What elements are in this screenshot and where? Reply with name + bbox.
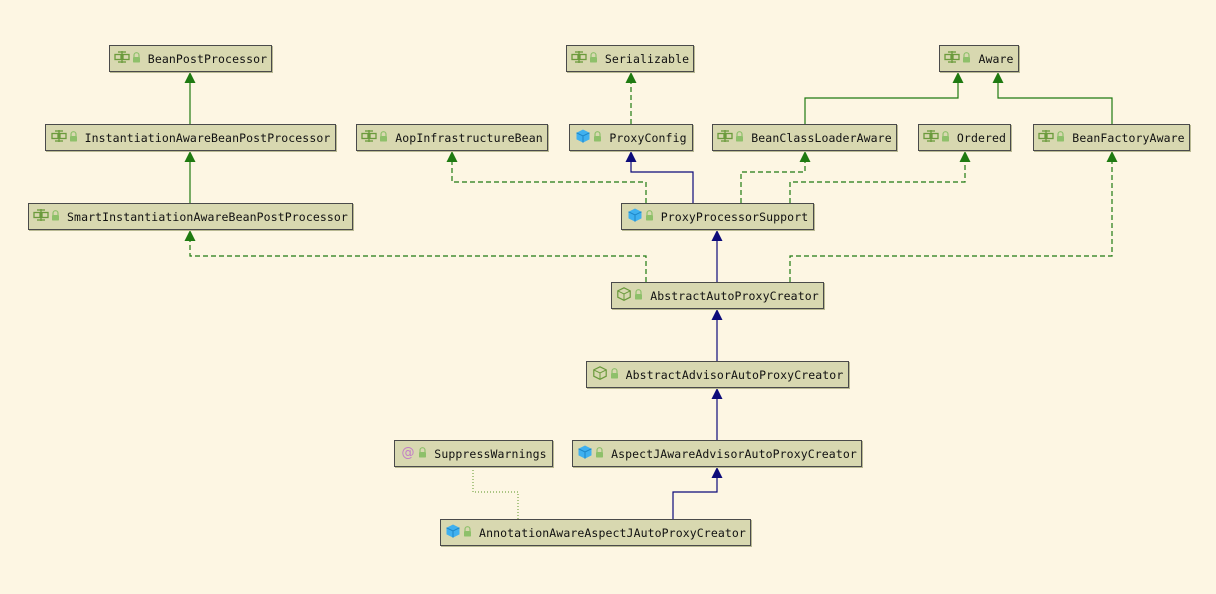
node-label: AbstractAdvisorAutoProxyCreator bbox=[625, 367, 844, 382]
node-label: BeanPostProcessor bbox=[147, 51, 268, 66]
public-lock-icon bbox=[51, 209, 61, 224]
class-icon bbox=[575, 129, 593, 146]
arrow-head bbox=[446, 151, 458, 162]
node-bean-post-processor[interactable]: BeanPostProcessor bbox=[109, 45, 272, 72]
node-label: BeanFactoryAware bbox=[1072, 130, 1185, 145]
arrow-head bbox=[992, 72, 1004, 83]
edge-implements bbox=[789, 161, 966, 203]
node-smart-instantiation-aware-bean-post-processor[interactable]: SmartInstantiationAwareBeanPostProcessor bbox=[28, 203, 353, 230]
public-lock-icon bbox=[962, 51, 972, 66]
abstract-class-icon bbox=[592, 366, 610, 383]
public-lock-icon bbox=[610, 367, 620, 382]
node-label: AnnotationAwareAspectJAutoProxyCreator bbox=[479, 525, 746, 540]
node-label: ProxyProcessorSupport bbox=[660, 209, 809, 224]
node-abstract-advisor-auto-proxy-creator[interactable]: AbstractAdvisorAutoProxyCreator bbox=[586, 361, 849, 388]
interface-icon bbox=[944, 50, 962, 67]
node-bean-factory-aware[interactable]: BeanFactoryAware bbox=[1033, 124, 1190, 151]
arrow-head bbox=[711, 230, 723, 241]
arrow-head bbox=[625, 72, 637, 83]
arrow-head bbox=[184, 151, 196, 162]
class-icon bbox=[577, 445, 595, 462]
arrow-head bbox=[1106, 151, 1118, 162]
arrow-head bbox=[952, 72, 964, 83]
interface-icon bbox=[361, 129, 379, 146]
node-proxy-processor-support[interactable]: ProxyProcessorSupport bbox=[621, 203, 814, 230]
edge-extends bbox=[672, 477, 718, 519]
node-bean-class-loader-aware[interactable]: BeanClassLoaderAware bbox=[712, 124, 897, 151]
node-annotation-aware-aspect-jauto-proxy-creator[interactable]: AnnotationAwareAspectJAutoProxyCreator bbox=[440, 519, 751, 546]
node-label: SmartInstantiationAwareBeanPostProcessor bbox=[67, 209, 348, 224]
interface-icon bbox=[50, 129, 69, 146]
node-label: Aware bbox=[978, 51, 1014, 66]
interface-icon bbox=[114, 50, 132, 67]
public-lock-icon bbox=[1056, 130, 1066, 145]
public-lock-icon bbox=[645, 209, 655, 224]
node-label: Ordered bbox=[956, 130, 1007, 145]
edge-extends bbox=[630, 161, 694, 203]
node-aop-infrastructure-bean[interactable]: AopInfrastructureBean bbox=[356, 124, 548, 151]
arrow-head bbox=[184, 230, 196, 241]
node-label: AspectJAwareAdvisorAutoProxyCreator bbox=[611, 446, 857, 461]
public-lock-icon bbox=[132, 51, 142, 66]
arrow-head bbox=[799, 151, 811, 162]
node-abstract-auto-proxy-creator[interactable]: AbstractAutoProxyCreator bbox=[611, 282, 824, 309]
interface-icon bbox=[33, 208, 51, 225]
arrow-head bbox=[959, 151, 971, 162]
abstract-class-icon bbox=[616, 287, 634, 304]
node-label: AbstractAutoProxyCreator bbox=[650, 288, 819, 303]
node-label: BeanClassLoaderAware bbox=[751, 130, 892, 145]
public-lock-icon bbox=[735, 130, 745, 145]
class-icon bbox=[445, 524, 463, 541]
node-label: SuppressWarnings bbox=[434, 446, 547, 461]
edge-extends-interface bbox=[804, 82, 959, 124]
arrow-head bbox=[711, 467, 723, 478]
public-lock-icon bbox=[418, 446, 428, 461]
public-lock-icon bbox=[69, 130, 79, 145]
arrow-head bbox=[711, 388, 723, 399]
interface-icon bbox=[923, 129, 941, 146]
node-label: ProxyConfig bbox=[609, 130, 687, 145]
edge-implements bbox=[189, 240, 647, 282]
node-instantiation-aware-bean-post-processor[interactable]: InstantiationAwareBeanPostProcessor bbox=[45, 124, 336, 151]
edge-implements bbox=[451, 161, 647, 203]
edge-implements bbox=[740, 161, 806, 203]
public-lock-icon bbox=[593, 130, 603, 145]
node-aspect-jaware-advisor-auto-proxy-creator[interactable]: AspectJAwareAdvisorAutoProxyCreator bbox=[572, 440, 862, 467]
arrow-head bbox=[711, 309, 723, 320]
public-lock-icon bbox=[941, 130, 951, 145]
public-lock-icon bbox=[379, 130, 389, 145]
interface-icon bbox=[571, 50, 589, 67]
arrow-head bbox=[625, 151, 637, 162]
node-proxy-config[interactable]: ProxyConfig bbox=[569, 124, 693, 151]
edge-extends-interface bbox=[997, 82, 1113, 124]
node-ordered[interactable]: Ordered bbox=[918, 124, 1011, 151]
public-lock-icon bbox=[589, 51, 599, 66]
public-lock-icon bbox=[463, 525, 473, 540]
arrow-head bbox=[184, 72, 196, 83]
node-label: Serializable bbox=[604, 51, 690, 66]
node-serializable[interactable]: Serializable bbox=[566, 45, 694, 72]
node-suppress-warnings[interactable]: @ SuppressWarnings bbox=[394, 440, 553, 467]
interface-icon bbox=[1038, 129, 1056, 146]
edge-implements bbox=[789, 161, 1113, 282]
edge-annotated-with bbox=[472, 467, 519, 519]
public-lock-icon bbox=[595, 446, 605, 461]
public-lock-icon bbox=[634, 288, 644, 303]
svg-text:@: @ bbox=[402, 446, 415, 460]
annotation-icon: @ bbox=[400, 445, 418, 462]
node-aware[interactable]: Aware bbox=[939, 45, 1019, 72]
interface-icon bbox=[717, 129, 735, 146]
class-icon bbox=[627, 208, 645, 225]
node-label: InstantiationAwareBeanPostProcessor bbox=[84, 130, 331, 145]
node-label: AopInfrastructureBean bbox=[395, 130, 543, 145]
